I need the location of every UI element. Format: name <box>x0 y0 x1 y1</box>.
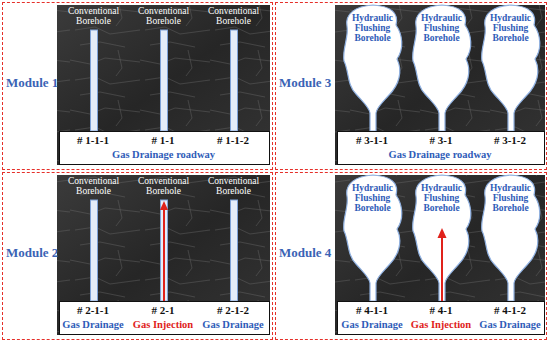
module-region: Module 1 Conventional Borehole Conventiona… <box>2 2 273 170</box>
hydraulic-flushing-borehole: Hydraulic Flushing Borehole <box>341 175 405 301</box>
borehole-number: # 1-1-2 <box>217 134 249 146</box>
cavity-outline <box>412 5 470 131</box>
conventional-borehole: Conventional Borehole <box>133 175 195 301</box>
hydraulic-flushing-borehole: Hydraulic Flushing Borehole <box>341 5 405 131</box>
roadway-label: Gas Drainage roadway <box>112 149 215 160</box>
roadway-box: # 3-1-1 # 3-1 # 3-1-2Gas Drainage roadway <box>337 131 545 165</box>
coal-cracks <box>57 5 270 165</box>
injection-arrowhead <box>437 228 446 238</box>
borehole-label: Hydraulic Flushing Borehole <box>348 183 398 214</box>
borehole-number: # 2-1 <box>152 304 175 316</box>
borehole-number: # 2-1-1 <box>77 304 109 316</box>
pipe-body <box>230 200 237 301</box>
module-label: Module 3 <box>279 75 331 91</box>
pipe-body <box>230 30 237 131</box>
hydraulic-flushing-borehole: Hydraulic Flushing Borehole <box>479 175 543 301</box>
borehole-label: Conventional Borehole <box>203 6 265 27</box>
borehole-label: Conventional Borehole <box>203 176 265 197</box>
roadway-box: # 2-1-1 # 2-1 # 2-1-2Gas Drainage Gas Injec… <box>59 301 270 335</box>
pipe-body <box>90 200 97 301</box>
module-label: Module 4 <box>279 245 331 261</box>
pipe-body <box>90 30 97 131</box>
conventional-borehole: Conventional Borehole <box>63 175 125 301</box>
borehole-label: Hydraulic Flushing Borehole <box>417 13 467 44</box>
coal-cracks <box>57 175 270 335</box>
borehole-number: # 4-1 <box>430 304 453 316</box>
module-label: Module 2 <box>6 245 58 261</box>
borehole-number: # 1-1-1 <box>77 134 109 146</box>
borehole-number: # 3-1-1 <box>356 134 388 146</box>
borehole-number: # 2-1-2 <box>217 304 249 316</box>
hydraulic-flushing-borehole: Hydraulic Flushing Borehole <box>410 175 474 301</box>
coal-cracks <box>335 175 545 335</box>
conventional-borehole: Conventional Borehole <box>133 5 195 131</box>
cavity-outline <box>481 5 539 131</box>
conventional-borehole: Conventional Borehole <box>203 5 265 131</box>
pipe-body <box>160 200 167 301</box>
borehole-label: Hydraulic Flushing Borehole <box>417 183 467 214</box>
roadway-box: # 1-1-1 # 1-1 # 1-1-2Gas Drainage roadway <box>59 131 270 165</box>
borehole-number: # 4-1-1 <box>356 304 388 316</box>
borehole-number: # 1-1 <box>152 134 175 146</box>
coal-texture <box>335 5 545 165</box>
coal-texture <box>57 5 270 165</box>
borehole-number: # 4-1-2 <box>494 304 526 316</box>
hydraulic-flushing-borehole: Hydraulic Flushing Borehole <box>410 5 474 131</box>
borehole-number: # 3-1-2 <box>494 134 526 146</box>
borehole-label: Conventional Borehole <box>133 6 195 27</box>
module-region: Module 3 Hydraulic Flushing Borehole Hydra… <box>275 2 547 170</box>
coal-cracks <box>335 5 545 165</box>
cavity-outline <box>481 175 539 301</box>
injection-arrow-line <box>441 237 443 301</box>
borehole-label: Conventional Borehole <box>133 176 195 197</box>
injection-arrow-line <box>163 208 165 301</box>
cavity-outline <box>412 175 470 301</box>
module-region: Module 2 Conventional Borehole Conventiona… <box>2 172 273 340</box>
conventional-borehole: Conventional Borehole <box>203 175 265 301</box>
cavity-outline <box>343 175 401 301</box>
borehole-label: Hydraulic Flushing Borehole <box>348 13 398 44</box>
borehole-label: Hydraulic Flushing Borehole <box>486 183 536 214</box>
roadway-label: Gas Drainage <box>479 319 541 330</box>
borehole-label: Conventional Borehole <box>63 176 125 197</box>
injection-arrowhead <box>160 201 168 210</box>
roadway-label: Gas Injection <box>411 319 471 330</box>
roadway-label: Gas Drainage roadway <box>388 149 491 160</box>
roadway-label: Gas Injection <box>133 319 193 330</box>
module-region: Module 4 Hydraulic Flushing Borehole Hydra… <box>275 172 547 340</box>
roadway-label: Gas Drainage <box>62 319 124 330</box>
coal-texture <box>57 175 270 335</box>
module-label: Module 1 <box>6 75 58 91</box>
roadway-label: Gas Drainage <box>202 319 264 330</box>
borehole-label: Hydraulic Flushing Borehole <box>486 13 536 44</box>
pipe-body <box>160 30 167 131</box>
conventional-borehole: Conventional Borehole <box>63 5 125 131</box>
hydraulic-flushing-borehole: Hydraulic Flushing Borehole <box>479 5 543 131</box>
coal-texture <box>335 175 545 335</box>
roadway-label: Gas Drainage <box>341 319 403 330</box>
borehole-number: # 3-1 <box>430 134 453 146</box>
borehole-label: Conventional Borehole <box>63 6 125 27</box>
cavity-outline <box>343 5 401 131</box>
roadway-box: # 4-1-1 # 4-1 # 4-1-2Gas Drainage Gas Injec… <box>337 301 545 335</box>
